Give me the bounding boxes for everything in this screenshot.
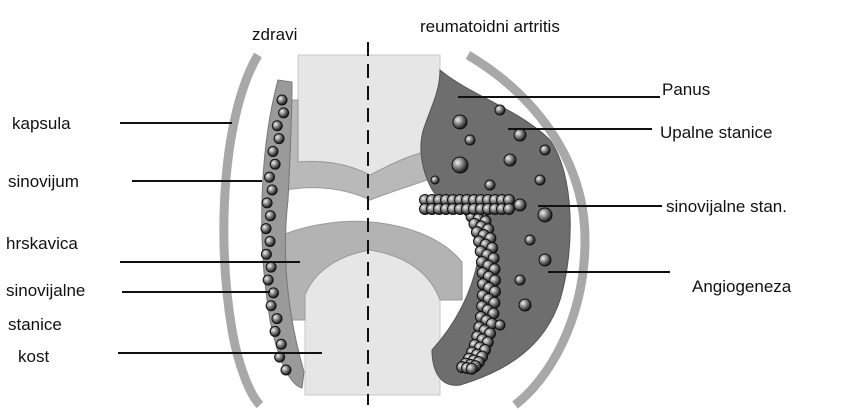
- inflammatory-cell: [539, 254, 551, 266]
- synovial-cell: [267, 185, 277, 195]
- label-synovium: sinovijum: [8, 172, 79, 191]
- label-synovial-cells-2: stanice: [8, 315, 62, 334]
- inflammatory-cell: [514, 129, 526, 141]
- inflammatory-cell: [504, 154, 516, 166]
- inflammatory-cell: [495, 320, 505, 330]
- synovial-cell: [277, 95, 287, 105]
- inflammatory-cell: [540, 145, 550, 155]
- synovial-cell: [264, 172, 274, 182]
- inflammatory-cell: [453, 115, 467, 129]
- inflammatory-cell: [525, 235, 535, 245]
- inflammatory-cell: [495, 105, 505, 115]
- inflammatory-cell: [519, 299, 531, 311]
- synovial-cell: [279, 108, 289, 118]
- synovium-ra: [421, 70, 570, 385]
- synovial-cell: [262, 198, 272, 208]
- label-pannus: Panus: [662, 80, 710, 99]
- synovial-cell: [504, 204, 515, 215]
- inflammatory-cell: [535, 175, 545, 185]
- inflammatory-cell: [485, 180, 495, 190]
- synovial-cell: [265, 211, 275, 221]
- synovial-cell: [268, 146, 278, 156]
- synovial-cell: [270, 326, 280, 336]
- label-angiogenesis: Angiogeneza: [692, 277, 792, 296]
- label-bone: kost: [18, 347, 49, 366]
- label-synovial-cells-1: sinovijalne: [6, 281, 85, 300]
- synovial-cell: [265, 236, 275, 246]
- label-inflammatory-cells: Upalne stanice: [660, 123, 772, 142]
- synovial-cell: [263, 275, 273, 285]
- synovial-cell: [281, 365, 291, 375]
- synovial-cell: [261, 224, 271, 234]
- inflammatory-cell: [515, 275, 525, 285]
- label-cartilage: hrskavica: [6, 234, 78, 253]
- label-synovial-stan: sinovijalne stan.: [666, 197, 787, 216]
- synovial-cell: [466, 363, 477, 374]
- inflammatory-cell: [538, 208, 552, 222]
- synovial-cell: [276, 339, 286, 349]
- synovial-cell: [272, 314, 282, 324]
- synovial-cell: [266, 301, 276, 311]
- synovial-cell: [266, 262, 276, 272]
- title-healthy: zdravi: [252, 25, 297, 44]
- inflammatory-cell: [431, 176, 439, 184]
- label-capsule: kapsula: [12, 114, 71, 133]
- synovial-cell: [270, 159, 280, 169]
- synovial-cell: [272, 121, 282, 131]
- synovial-cell: [261, 249, 271, 259]
- inflammatory-cell: [452, 157, 468, 173]
- synovial-cell: [274, 134, 284, 144]
- lower-bone: [305, 250, 440, 395]
- title-ra: reumatoidni artritis: [420, 17, 560, 36]
- inflammatory-cell: [514, 199, 526, 211]
- inflammatory-cell: [465, 135, 475, 145]
